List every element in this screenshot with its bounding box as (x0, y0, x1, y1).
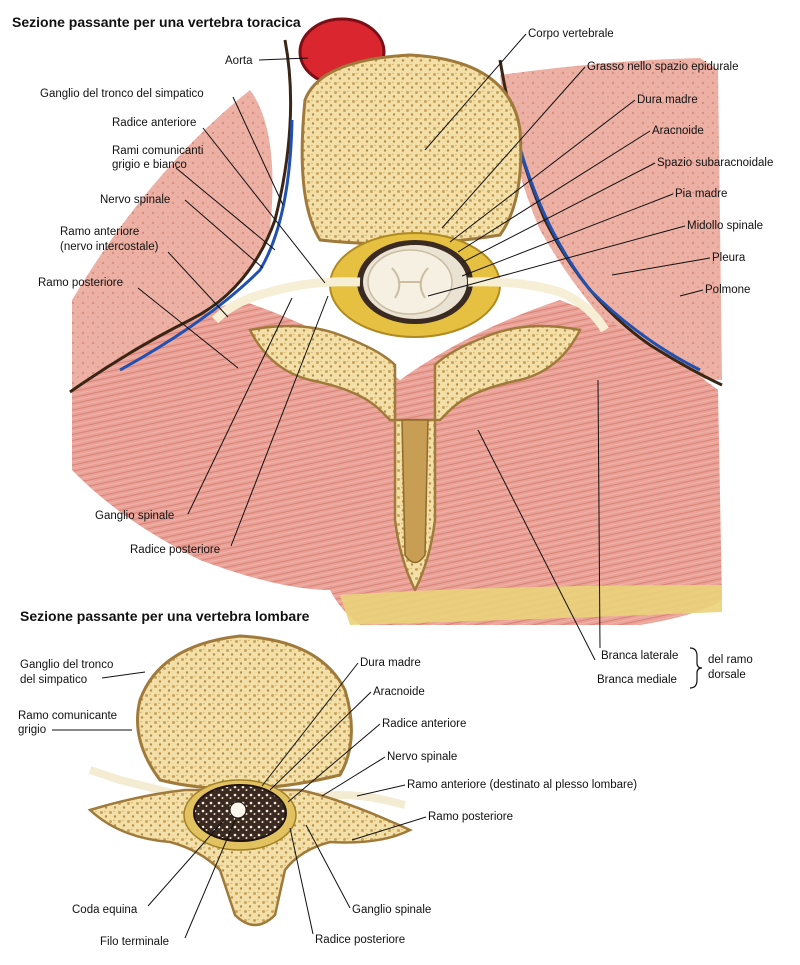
label-spazio-subaracnoidale: Spazio subaracnoidale (657, 157, 773, 169)
label-lumbar-ganglio-spinale: Ganglio spinale (352, 904, 431, 916)
thoracic-section: Sezione passante per una vertebra toraci… (12, 14, 723, 625)
label-ganglio-spinale: Ganglio spinale (95, 510, 174, 522)
lumbar-section: Sezione passante per una vertebra lombar… (20, 608, 413, 927)
label-pia-madre: Pia madre (675, 188, 727, 200)
label-branca-laterale: Branca laterale (601, 650, 678, 662)
brace-ramo-dorsale (689, 647, 703, 689)
spinous-process (401, 419, 429, 564)
label-radice-anteriore: Radice anteriore (112, 117, 196, 129)
lumbar-vertebral-body (136, 634, 353, 791)
label-ramo-anteriore-1: Ramo anteriore (60, 226, 139, 238)
lumbar-vertebral-arch (87, 788, 413, 927)
lung-right-tissue (500, 58, 722, 380)
label-nervo-spinale: Nervo spinale (100, 194, 170, 206)
label-lumbar-ganglio-tronco-1: Ganglio del tronco (20, 659, 113, 671)
spinal-nerve-right (467, 277, 609, 333)
label-polmone: Polmone (705, 284, 750, 296)
label-ramo-posteriore: Ramo posteriore (38, 277, 123, 289)
label-rami-comunicanti-2: grigio e bianco (112, 159, 187, 171)
label-lumbar-ganglio-tronco-2: del simpatico (20, 674, 87, 686)
label-lumbar-filo-terminale: Filo terminale (100, 936, 169, 948)
label-aorta: Aorta (225, 55, 253, 67)
spinal-cord-grey-matter (391, 267, 429, 299)
label-lumbar-dura-madre: Dura madre (360, 657, 421, 669)
filum-terminale-shape (229, 801, 247, 819)
label-ganglio-tronco-simpatico: Ganglio del tronco del simpatico (40, 88, 204, 100)
vessels-left (119, 119, 294, 372)
lung-left-tissue (72, 90, 273, 390)
label-aracnoide: Aracnoide (652, 125, 704, 137)
label-lumbar-coda-equina: Coda equina (72, 904, 138, 916)
label-pleura: Pleura (712, 252, 746, 264)
label-corpo-vertebrale: Corpo vertebrale (528, 28, 614, 40)
label-lumbar-radice-posteriore: Radice posteriore (315, 934, 405, 946)
label-lumbar-ramo-comunicante-1: Ramo comunicante (18, 710, 117, 722)
label-ramo-anteriore-2: (nervo intercostale) (60, 241, 159, 253)
thoracic-title: Sezione passante per una vertebra toraci… (12, 14, 301, 30)
label-midollo-spinale: Midollo spinale (687, 220, 763, 232)
vessels-right (508, 109, 701, 372)
thoracic-labels-right: Corpo vertebrale Grasso nello spazio epi… (424, 28, 773, 689)
lumbar-labels: Ganglio del tronco del simpatico Ramo co… (18, 657, 637, 948)
thoracic-labels-left: Aorta Ganglio del tronco del simpatico R… (38, 55, 329, 556)
label-radice-posteriore: Radice posteriore (130, 544, 220, 556)
label-lumbar-radice-anteriore: Radice anteriore (382, 718, 466, 730)
label-rami-comunicanti-1: Rami comunicanti (112, 145, 203, 157)
label-ramo-dorsale-2: dorsale (708, 669, 746, 681)
pleura-left (69, 39, 293, 394)
label-lumbar-ramo-anteriore: Ramo anteriore (destinato al plesso lomb… (407, 779, 637, 791)
label-lumbar-aracnoide: Aracnoide (373, 686, 425, 698)
vertebral-body-shape (300, 53, 523, 246)
label-lumbar-ramo-comunicante-2: grigio (18, 724, 46, 736)
subcutaneous-fat (340, 585, 722, 625)
label-lumbar-ramo-posteriore: Ramo posteriore (428, 811, 513, 823)
lumbar-title: Sezione passante per una vertebra lombar… (20, 608, 310, 624)
label-lumbar-nervo-spinale: Nervo spinale (387, 751, 457, 763)
label-grasso-epidurale: Grasso nello spazio epidurale (587, 61, 739, 73)
spinal-nerve-left (211, 277, 361, 324)
label-branca-mediale: Branca mediale (597, 674, 677, 686)
label-dura-madre: Dura madre (637, 94, 698, 106)
label-ramo-dorsale-1: del ramo (708, 654, 753, 666)
